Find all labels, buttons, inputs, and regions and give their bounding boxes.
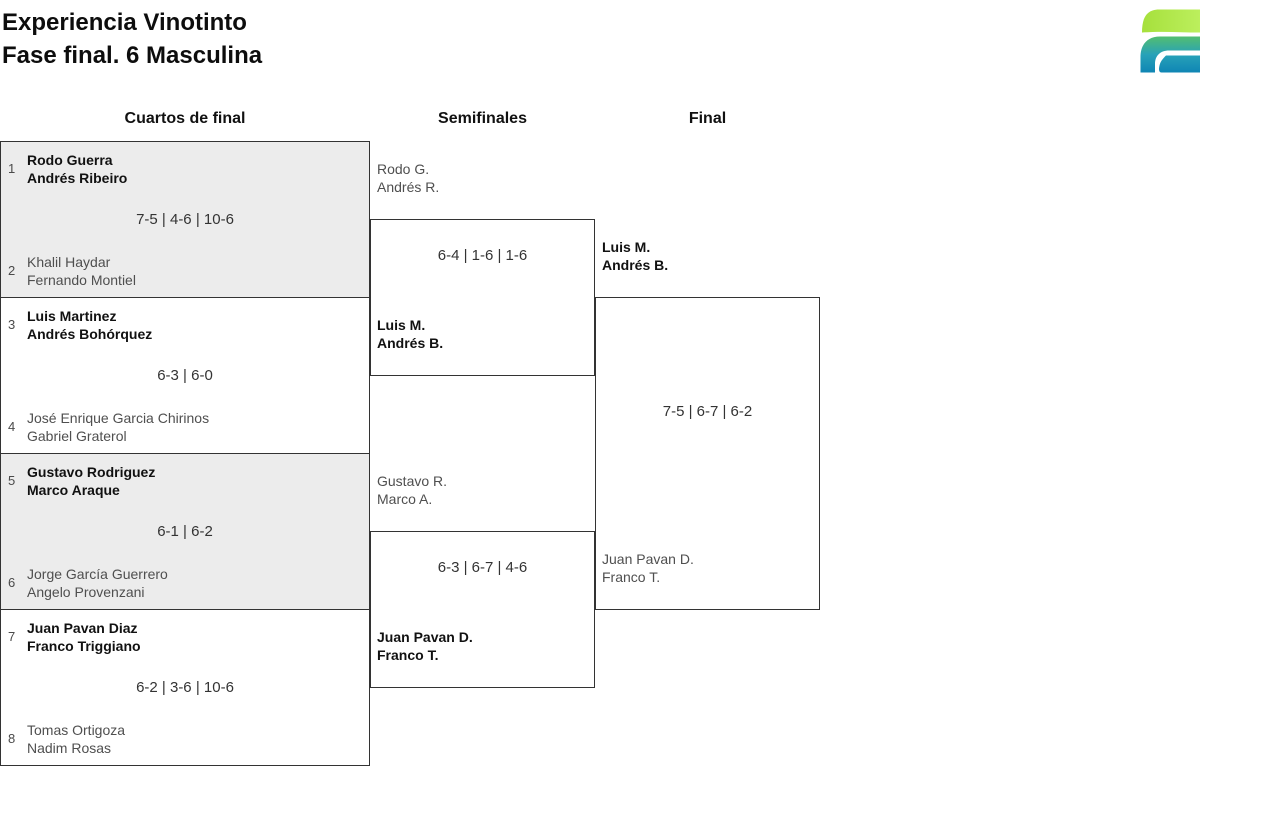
team-top-winner: Gustavo Rodriguez Marco Araque — [27, 463, 155, 499]
final-score: 7-5 | 6-7 | 6-2 — [662, 403, 753, 420]
brand-logo-icon[interactable] — [1138, 8, 1202, 74]
player-name: Luis Martinez — [27, 308, 117, 324]
team-bottom: José Enrique Garcia Chirinos Gabriel Gra… — [27, 409, 209, 445]
player-name: Andrés R. — [377, 179, 440, 195]
player-name: Fernando Montiel — [27, 272, 136, 288]
final-team-top-winner: Luis M. Andrés B. — [602, 238, 668, 274]
player-name: Nadim Rosas — [27, 740, 112, 756]
player-name: Gustavo Rodriguez — [27, 464, 156, 480]
player-name: José Enrique Garcia Chirinos — [27, 410, 210, 426]
player-name: Jorge García Guerrero — [27, 566, 168, 582]
sf1-team-top: Rodo G. Andrés R. — [377, 160, 439, 196]
match-score: 6-1 | 6-2 — [157, 523, 213, 540]
team-top-winner: Rodo Guerra Andrés Ribeiro — [27, 151, 127, 187]
match-quarterfinal-3[interactable]: 5 Gustavo Rodriguez Marco Araque 6-1 | 6… — [0, 453, 370, 610]
round-header-quarterfinals: Cuartos de final — [124, 110, 246, 127]
player-name: Luis M. — [377, 317, 426, 333]
player-name: Angelo Provenzani — [27, 584, 145, 600]
player-name: Gabriel Graterol — [27, 428, 127, 444]
match-quarterfinal-1[interactable]: 1 Rodo Guerra Andrés Ribeiro 7-5 | 4-6 |… — [0, 141, 370, 298]
sf2-team-bottom-winner: Juan Pavan D. Franco T. — [377, 628, 473, 664]
round-header-semifinals: Semifinales — [438, 110, 527, 127]
player-name: Rodo Guerra — [27, 152, 113, 168]
player-name: Juan Pavan Diaz — [27, 620, 138, 636]
sf1-team-bottom-winner: Luis M. Andrés B. — [377, 316, 443, 352]
sf1-score: 6-4 | 1-6 | 1-6 — [437, 247, 528, 264]
player-name: Andrés B. — [377, 335, 444, 351]
match-score: 7-5 | 4-6 | 10-6 — [136, 211, 234, 228]
seed-number: 4 — [8, 419, 16, 434]
team-top-winner: Juan Pavan Diaz Franco Triggiano — [27, 619, 141, 655]
match-semifinal-2[interactable] — [370, 531, 595, 688]
player-name: Tomas Ortigoza — [27, 722, 126, 738]
match-quarterfinal-2[interactable]: 3 Luis Martinez Andrés Bohórquez 6-3 | 6… — [0, 297, 370, 454]
player-name: Khalil Haydar — [27, 254, 111, 270]
player-name: Franco Triggiano — [27, 638, 141, 654]
player-name: Rodo G. — [377, 161, 430, 177]
sf2-team-top: Gustavo R. Marco A. — [377, 472, 447, 508]
match-semifinal-1[interactable] — [370, 219, 595, 376]
player-name: Franco T. — [602, 569, 661, 585]
page-title: Experiencia Vinotinto Fase final. 6 Masc… — [2, 6, 262, 72]
player-name: Andrés Bohórquez — [27, 326, 153, 342]
round-header-final: Final — [688, 110, 727, 127]
player-name: Marco A. — [377, 491, 433, 507]
player-name: Franco T. — [377, 647, 439, 663]
title-line-2: Fase final. 6 Masculina — [2, 42, 263, 69]
final-team-bottom: Juan Pavan D. Franco T. — [602, 550, 694, 586]
team-bottom: Tomas Ortigoza Nadim Rosas — [27, 721, 125, 757]
title-line-1: Experiencia Vinotinto — [2, 9, 247, 36]
match-score: 6-3 | 6-0 — [157, 367, 213, 384]
team-bottom: Khalil Haydar Fernando Montiel — [27, 253, 136, 289]
seed-number: 7 — [8, 629, 16, 644]
player-name: Juan Pavan D. — [377, 629, 473, 645]
player-name: Juan Pavan D. — [602, 551, 694, 567]
match-quarterfinal-4[interactable]: 7 Juan Pavan Diaz Franco Triggiano 6-2 |… — [0, 609, 370, 766]
match-final[interactable] — [595, 297, 820, 610]
team-top-winner: Luis Martinez Andrés Bohórquez — [27, 307, 152, 343]
seed-number: 6 — [8, 575, 16, 590]
seed-number: 2 — [8, 263, 16, 278]
sf2-score: 6-3 | 6-7 | 4-6 — [437, 559, 528, 576]
match-score: 6-2 | 3-6 | 10-6 — [136, 679, 234, 696]
player-name: Andrés Ribeiro — [27, 170, 128, 186]
seed-number: 5 — [8, 473, 16, 488]
player-name: Marco Araque — [27, 482, 120, 498]
player-name: Luis M. — [602, 239, 651, 255]
seed-number: 3 — [8, 317, 16, 332]
seed-number: 8 — [8, 731, 16, 746]
team-bottom: Jorge García Guerrero Angelo Provenzani — [27, 565, 168, 601]
player-name: Andrés B. — [602, 257, 669, 273]
seed-number: 1 — [8, 161, 16, 176]
player-name: Gustavo R. — [377, 473, 448, 489]
